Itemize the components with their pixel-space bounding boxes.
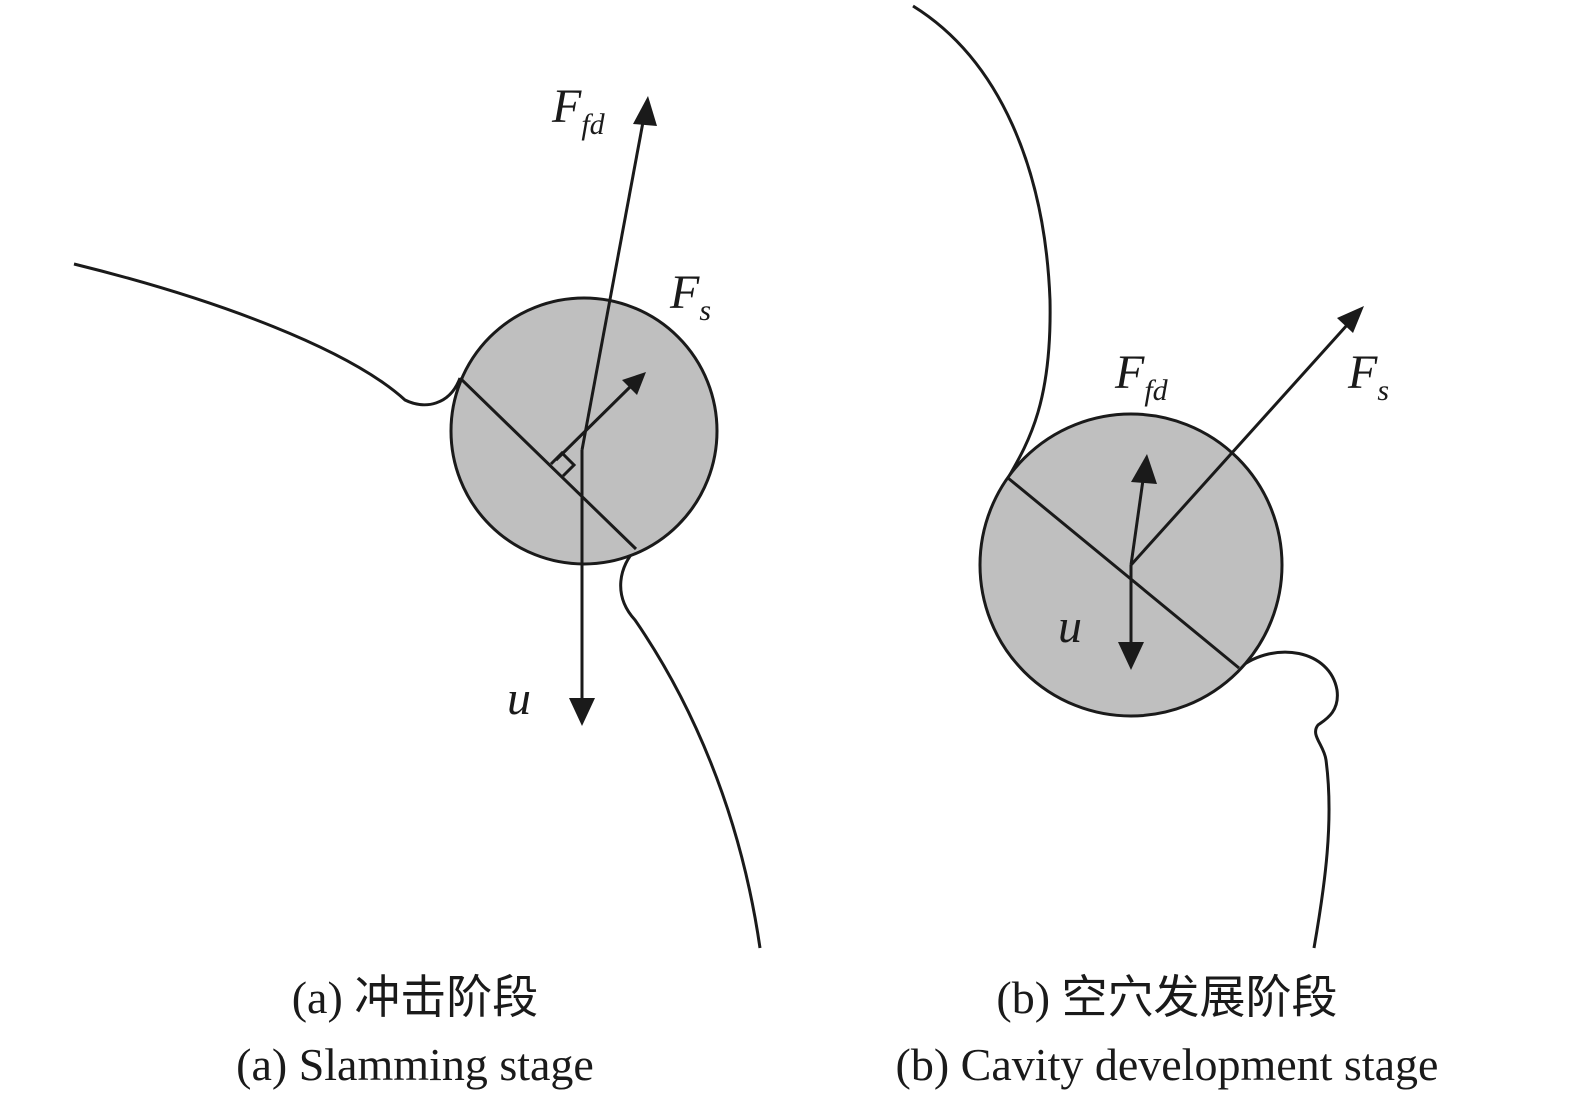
panel-a-caption-cn: (a) 冲击阶段 bbox=[292, 972, 539, 1023]
panel-a-u-label: u bbox=[507, 672, 531, 725]
panel-b-fs-arrow bbox=[1129, 306, 1364, 567]
panel-a-u-arrow bbox=[569, 450, 595, 726]
panel-b-cavity-wall-right bbox=[1238, 650, 1339, 949]
panel-a-caption-en: (a) Slamming stage bbox=[236, 1039, 594, 1090]
panel-a-free-surface-right bbox=[619, 547, 762, 949]
panel-a-wetting-chord bbox=[458, 376, 638, 551]
panel-b: Ffd Fs u (b) 空穴发展阶段 (b) Cavity developme… bbox=[896, 4, 1439, 1090]
panel-a-fs-arrow bbox=[554, 372, 646, 462]
panel-b-u-arrow bbox=[1118, 565, 1144, 670]
panel-b-caption-cn: (b) 空穴发展阶段 bbox=[996, 972, 1337, 1023]
panel-a-free-surface-left bbox=[73, 262, 462, 407]
panel-b-cavity-wall-left bbox=[912, 4, 1052, 479]
panel-b-caption-en: (b) Cavity development stage bbox=[896, 1039, 1439, 1090]
panel-a: Ffd Fs u (a) 冲击阶段 (a) Slamming stage bbox=[73, 80, 762, 1090]
panel-b-fs-label: Fs bbox=[1347, 346, 1389, 407]
panel-b-ffd-label: Ffd bbox=[1114, 346, 1169, 407]
panel-a-ffd-arrow bbox=[580, 96, 657, 451]
panel-a-fs-label: Fs bbox=[669, 266, 711, 327]
panel-b-ffd-arrow bbox=[1129, 454, 1157, 566]
panel-b-wetting-chord bbox=[1007, 476, 1240, 670]
panel-b-u-label: u bbox=[1058, 600, 1082, 653]
panel-a-ffd-label: Ffd bbox=[551, 80, 606, 141]
